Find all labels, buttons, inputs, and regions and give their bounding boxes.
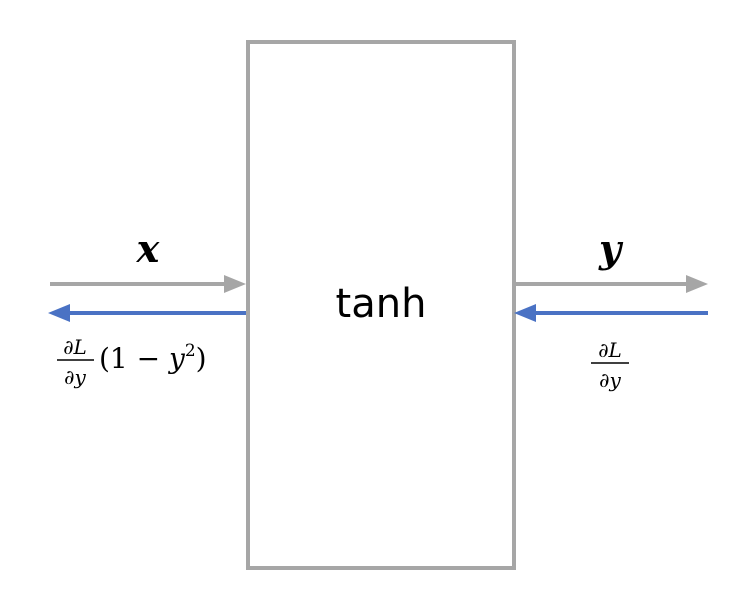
output-grad-denominator: ∂y bbox=[599, 368, 621, 392]
tanh-block bbox=[246, 40, 516, 570]
forward-output-arrow bbox=[516, 275, 708, 293]
backward-output-arrow bbox=[514, 304, 708, 322]
block-label: tanh bbox=[336, 281, 427, 327]
output-gradient-expression: ∂L ∂y bbox=[591, 338, 629, 392]
input-grad-denominator: ∂y bbox=[64, 365, 86, 389]
input-label-x: x bbox=[136, 226, 161, 271]
output-label-y: y bbox=[598, 226, 624, 271]
svg-text:(1 − y2): (1 − y2) bbox=[99, 341, 207, 375]
backward-input-arrow bbox=[48, 304, 246, 322]
input-grad-factor-exp: 2 bbox=[185, 341, 196, 361]
output-grad-numerator: ∂L bbox=[598, 338, 622, 362]
input-grad-factor-open: (1 − bbox=[99, 342, 169, 375]
input-grad-numerator: ∂L bbox=[63, 335, 87, 359]
input-grad-factor-close: ) bbox=[196, 342, 207, 375]
input-grad-factor-var: y bbox=[167, 342, 186, 375]
forward-input-arrow bbox=[50, 275, 246, 293]
input-gradient-expression: ∂L ∂y (1 − y2) bbox=[57, 335, 207, 389]
